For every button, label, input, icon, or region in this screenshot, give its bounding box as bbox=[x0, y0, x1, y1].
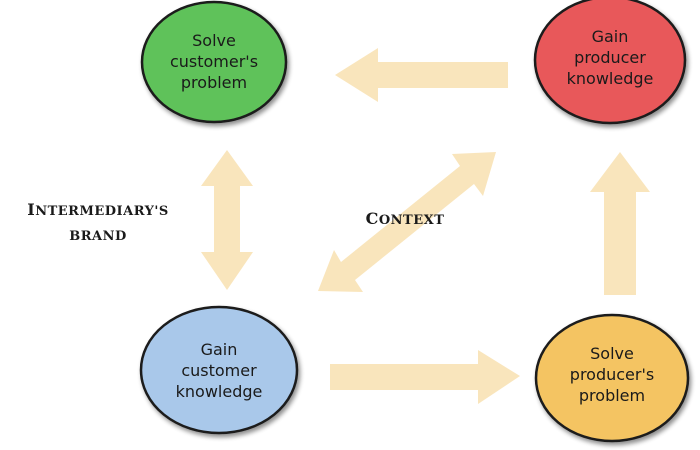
node-text-line: knowledge bbox=[176, 382, 263, 401]
context-label-rest: ONTEXT bbox=[379, 213, 445, 228]
node-text-line: producer's bbox=[570, 365, 654, 384]
node-text-line: customer's bbox=[170, 52, 258, 71]
arrow-bottom-right bbox=[330, 350, 520, 404]
node-text-line: Gain bbox=[592, 27, 629, 46]
brand-label-line1: INTERMEDIARY'S bbox=[27, 200, 169, 219]
node-ellipse bbox=[139, 305, 299, 435]
node-text-line: knowledge bbox=[567, 69, 654, 88]
node-ellipse bbox=[140, 0, 288, 124]
node-solve-producers-problem: Solve producer's problem bbox=[534, 313, 690, 443]
node-text-line: Solve bbox=[192, 31, 236, 50]
brand-label-rest: NTERMEDIARY'S bbox=[35, 204, 169, 219]
context-label: CONTEXT bbox=[366, 209, 445, 228]
node-solve-customers-problem: Solve customer's problem bbox=[140, 0, 288, 124]
node-text-line: producer bbox=[574, 48, 646, 67]
node-gain-customer-knowledge: Gain customer knowledge bbox=[139, 305, 299, 435]
node-text-line: problem bbox=[181, 73, 247, 92]
node-ellipse bbox=[534, 313, 690, 443]
node-text-line: problem bbox=[579, 386, 645, 405]
arrow-diagonal-double bbox=[318, 152, 496, 292]
node-ellipse bbox=[533, 0, 687, 125]
brand-label-cap: I bbox=[27, 200, 35, 219]
node-gain-producer-knowledge: Gain producer knowledge bbox=[533, 0, 687, 125]
node-text-line: Solve bbox=[590, 344, 634, 363]
arrow-top-left bbox=[335, 48, 508, 102]
brand-label-line2: BRAND bbox=[69, 229, 127, 244]
arrow-right-up bbox=[590, 152, 650, 295]
node-text-line: Gain bbox=[201, 340, 238, 359]
arrow-left-double bbox=[201, 150, 253, 290]
node-text-line: customer bbox=[181, 361, 257, 380]
context-label-cap: C bbox=[366, 209, 379, 228]
